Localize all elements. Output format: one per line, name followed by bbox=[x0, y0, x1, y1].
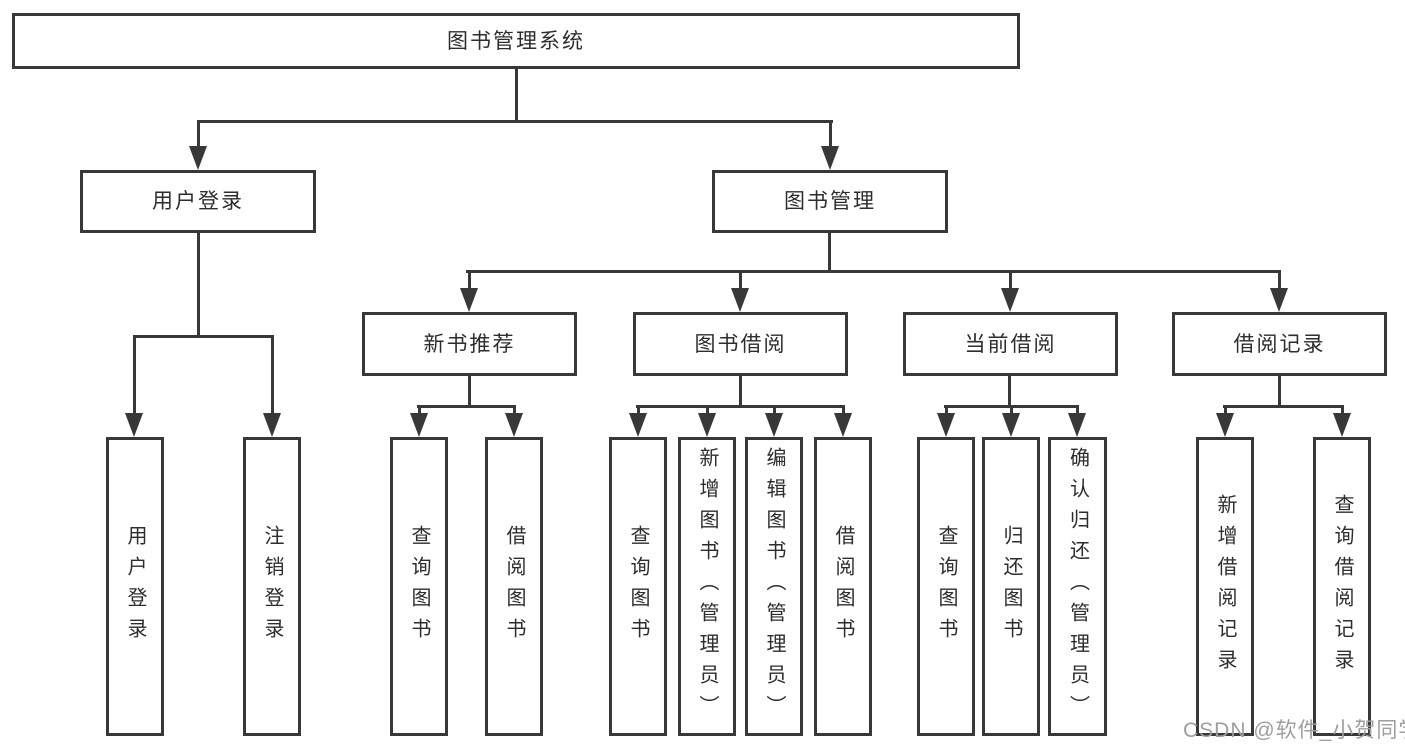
connector-book-mgmt-stem bbox=[828, 233, 831, 273]
connector-new-book-rail bbox=[417, 405, 516, 408]
leaf-label: 编辑图书（管理员） bbox=[763, 447, 785, 726]
leaf-label: 查询图书 bbox=[627, 524, 649, 649]
leaf-label: 新增借阅记录 bbox=[1214, 493, 1236, 680]
leaf-br-add-borrow-record: 新增借阅记录 bbox=[1196, 437, 1254, 736]
arrow-down-icon bbox=[460, 270, 478, 312]
leaf-label: 查询图书 bbox=[408, 524, 430, 649]
leaf-label: 借阅图书 bbox=[832, 524, 854, 649]
arrow-down-icon bbox=[1216, 405, 1234, 437]
leaf-label: 查询借阅记录 bbox=[1331, 493, 1353, 680]
connector-root-stem bbox=[515, 68, 518, 123]
leaf-bb-edit-books-admin: 编辑图书（管理员） bbox=[745, 437, 803, 736]
connector-borrow-records-rail bbox=[1223, 405, 1344, 408]
arrow-down-icon bbox=[1001, 270, 1019, 312]
connector-user-login-stem bbox=[197, 233, 200, 338]
leaf-label: 新增图书（管理员） bbox=[696, 447, 718, 726]
node-label: 借阅记录 bbox=[1233, 332, 1326, 356]
node-current-borrow: 当前借阅 bbox=[903, 312, 1118, 376]
arrow-down-icon bbox=[937, 405, 955, 437]
leaf-label: 注销登录 bbox=[261, 524, 283, 649]
node-book-borrow: 图书借阅 bbox=[633, 312, 848, 376]
leaf-bb-add-books-admin: 新增图书（管理员） bbox=[678, 437, 736, 736]
arrow-down-icon bbox=[821, 120, 839, 170]
leaf-cb-return-books: 归还图书 bbox=[982, 437, 1040, 736]
arrow-down-icon bbox=[1333, 405, 1351, 437]
connector-book-borrow-stem bbox=[739, 376, 742, 408]
leaf-logout: 注销登录 bbox=[243, 437, 301, 736]
arrow-down-icon bbox=[629, 405, 647, 437]
connector-user-login-rail bbox=[133, 335, 274, 338]
leaf-user-login: 用户登录 bbox=[106, 437, 164, 736]
connector-borrow-records-stem bbox=[1278, 376, 1281, 408]
leaf-label: 确认归还（管理员） bbox=[1066, 447, 1089, 726]
arrow-down-icon bbox=[1270, 270, 1288, 312]
node-label: 当前借阅 bbox=[964, 332, 1057, 356]
arrow-down-icon bbox=[765, 405, 783, 437]
leaf-br-query-borrow-record: 查询借阅记录 bbox=[1313, 437, 1371, 736]
leaf-nb-borrow-books: 借阅图书 bbox=[485, 437, 543, 736]
leaf-label: 用户登录 bbox=[124, 524, 146, 649]
watermark: CSDN @软件_小贺同学 bbox=[1183, 719, 1405, 742]
leaf-label: 归还图书 bbox=[1000, 524, 1022, 649]
arrow-down-icon bbox=[698, 405, 716, 437]
leaf-cb-confirm-return-admin: 确认归还（管理员） bbox=[1048, 437, 1107, 736]
arrow-down-icon bbox=[263, 335, 281, 437]
node-borrow-records: 借阅记录 bbox=[1172, 312, 1387, 376]
node-label: 图书管理系统 bbox=[447, 29, 585, 53]
node-library-system: 图书管理系统 bbox=[12, 13, 1020, 69]
node-book-management: 图书管理 bbox=[712, 170, 948, 233]
arrow-down-icon bbox=[731, 270, 749, 312]
arrow-down-icon bbox=[1068, 405, 1086, 437]
arrow-down-icon bbox=[189, 120, 207, 170]
leaf-nb-query-books: 查询图书 bbox=[390, 437, 448, 736]
node-new-book-recommend: 新书推荐 bbox=[362, 312, 577, 376]
arrow-down-icon bbox=[834, 405, 852, 437]
node-label: 新书推荐 bbox=[423, 332, 516, 356]
leaf-label: 借阅图书 bbox=[503, 524, 525, 649]
node-label: 图书管理 bbox=[784, 190, 876, 213]
connector-level1-rail bbox=[197, 120, 833, 123]
leaf-label: 查询图书 bbox=[935, 524, 957, 649]
arrow-down-icon bbox=[505, 405, 523, 437]
node-label: 用户登录 bbox=[152, 190, 244, 213]
leaf-bb-borrow-books: 借阅图书 bbox=[814, 437, 872, 736]
node-label: 图书借阅 bbox=[694, 332, 787, 356]
node-user-login: 用户登录 bbox=[80, 170, 316, 233]
connector-new-book-stem bbox=[468, 376, 471, 408]
leaf-cb-query-books: 查询图书 bbox=[917, 437, 975, 736]
leaf-bb-query-books: 查询图书 bbox=[609, 437, 667, 736]
connector-current-borrow-stem bbox=[1008, 376, 1011, 408]
arrow-down-icon bbox=[1002, 405, 1020, 437]
connector-book-borrow-rail bbox=[636, 405, 844, 408]
arrow-down-icon bbox=[410, 405, 428, 437]
connector-book-mgmt-rail bbox=[466, 270, 1281, 273]
arrow-down-icon bbox=[125, 335, 143, 437]
